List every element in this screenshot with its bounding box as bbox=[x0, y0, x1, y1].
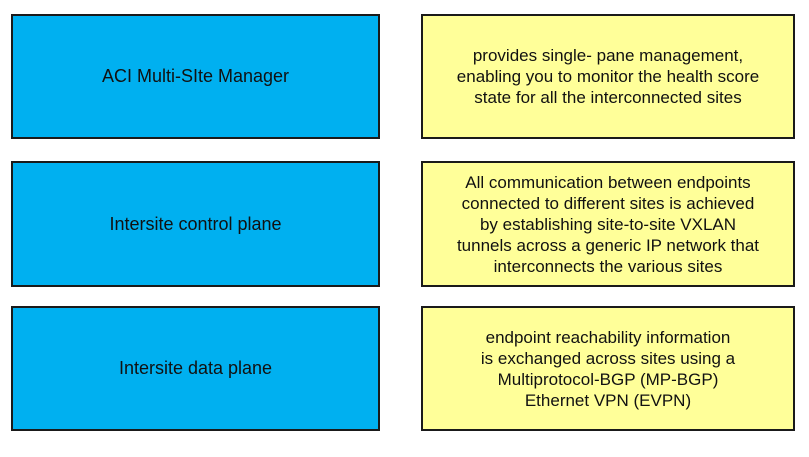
term-box-control-plane: Intersite control plane bbox=[11, 161, 380, 287]
term-label: ACI Multi-SIte Manager bbox=[101, 66, 290, 86]
term-label: Intersite control plane bbox=[109, 213, 282, 234]
term-box-multisite-manager: ACI Multi-SIte Manager bbox=[11, 14, 380, 139]
definition-box-2: All communication between endpoints conn… bbox=[421, 161, 795, 287]
term-box-data-plane: Intersite data plane bbox=[11, 306, 380, 431]
definition-text: endpoint reachability information is exc… bbox=[480, 327, 736, 410]
term-label: Intersite data plane bbox=[118, 358, 273, 378]
definition-text: provides single- pane management, enabli… bbox=[456, 46, 760, 107]
definition-text: All communication between endpoints conn… bbox=[456, 172, 760, 276]
definition-box-3: endpoint reachability information is exc… bbox=[421, 306, 795, 431]
definition-box-1: provides single- pane management, enabli… bbox=[421, 14, 795, 139]
